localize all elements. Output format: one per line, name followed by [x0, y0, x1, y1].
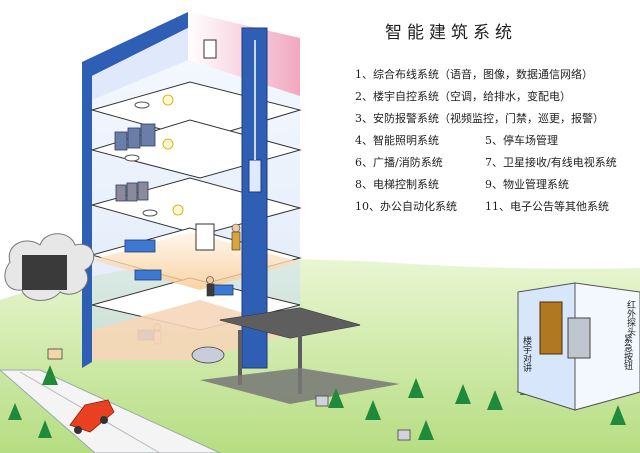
- roof-left-face: [92, 28, 188, 100]
- ceiling-lights: [162, 94, 184, 216]
- label-emergency: 紧急按钮: [622, 334, 632, 370]
- elevator-cable: [254, 40, 256, 160]
- system-item-7: 7、卫星接收/有线电视系统: [485, 156, 617, 169]
- label-infrared: 红外探头: [625, 300, 635, 336]
- system-item-1: 1、综合布线系统（语音，图像，数据通信网络）: [355, 68, 593, 81]
- roof-window: [203, 39, 217, 59]
- door-office: [195, 223, 215, 251]
- system-item-5: 5、停车场管理: [485, 134, 558, 147]
- server-racks: [114, 123, 156, 202]
- system-item-4: 4、智能照明系统: [355, 134, 439, 147]
- system-item-6: 6、广播/消防系统: [355, 156, 443, 169]
- page-title: 智能建筑系统: [385, 23, 517, 43]
- elevator-car: [248, 159, 262, 193]
- person-laptop: [22, 255, 67, 290]
- ground-device: [397, 429, 411, 441]
- system-item-2: 2、楼宇自控系统（空调，给排水，变配电）: [355, 90, 571, 103]
- security-room-right-wall: [574, 282, 640, 411]
- parking-roof: [220, 308, 360, 338]
- parking-ground: [200, 368, 400, 404]
- label-intercom: 楼宇对讲: [521, 336, 531, 372]
- system-item-3: 3、安防报警系统（视频监控，门禁，巡更，报警）: [355, 112, 604, 125]
- canopy-post-right: [298, 334, 302, 394]
- ground-device: [315, 395, 329, 407]
- parking-sign: [47, 348, 63, 360]
- security-room-door: [539, 301, 563, 355]
- canopy-post-left: [238, 330, 242, 385]
- system-item-8: 8、电梯控制系统: [355, 178, 439, 191]
- smoke-detectors: [124, 101, 158, 217]
- robot-desk: [191, 346, 225, 364]
- system-item-9: 9、物业管理系统: [485, 178, 569, 191]
- red-car: [69, 399, 115, 434]
- system-item-10: 10、办公自动化系统: [355, 200, 457, 213]
- security-room-cabinet: [567, 317, 591, 359]
- system-item-11: 11、电子公告等其他系统: [485, 200, 609, 213]
